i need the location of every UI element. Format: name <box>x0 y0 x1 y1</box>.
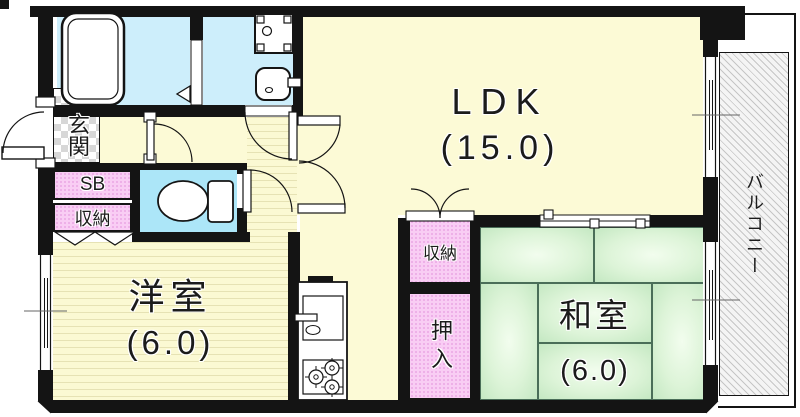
closet-label: 押入 <box>428 319 453 375</box>
wall <box>703 365 718 400</box>
wall <box>398 283 472 292</box>
japanese-room-area-label: (6.0) <box>560 354 630 387</box>
wall <box>30 6 745 17</box>
wall <box>38 400 718 413</box>
wall <box>472 215 480 400</box>
room-hall <box>100 117 247 163</box>
wall <box>700 17 745 40</box>
wall <box>703 40 718 57</box>
hall-storage-label: 収納 <box>74 208 111 229</box>
western-room-label: 洋室 <box>128 276 213 317</box>
entrance-door-icon <box>1 96 56 169</box>
tatami-mat <box>594 227 712 283</box>
western-room-area-label: (6.0) <box>126 324 215 361</box>
ldk-label: LDK <box>451 81 549 122</box>
wall <box>288 232 300 400</box>
ldk-area-label: (15.0) <box>440 128 560 167</box>
entrance-label: 玄関 <box>65 113 90 157</box>
wall <box>398 218 408 400</box>
ldk-storage <box>408 218 472 284</box>
wall <box>237 170 247 174</box>
room-japanese <box>480 227 712 400</box>
shoe-box-label: SB <box>79 174 106 195</box>
wall <box>0 0 9 9</box>
room-corridor <box>247 117 297 242</box>
tatami-mat <box>480 283 538 400</box>
wall <box>480 215 540 227</box>
wall <box>132 232 250 242</box>
japanese-room-label: 和室 <box>559 297 631 334</box>
wall <box>650 215 712 227</box>
tatami-mat <box>538 283 652 343</box>
wall <box>237 208 247 232</box>
tatami-mat <box>652 283 712 400</box>
tatami-mat <box>480 227 594 283</box>
wall <box>132 170 140 232</box>
closet-oshiire <box>408 292 472 400</box>
hall-storage <box>53 203 132 232</box>
room-kitchen-area <box>300 215 398 400</box>
shoe-box <box>53 170 132 200</box>
balcony-label: バルコニー <box>744 171 764 277</box>
wall <box>190 6 203 40</box>
wall <box>703 177 718 242</box>
tatami-mat <box>538 343 652 400</box>
ldk-storage-label: 収納 <box>423 243 457 263</box>
wall <box>38 166 53 255</box>
bath-door-track <box>190 39 203 106</box>
room-western <box>53 242 288 400</box>
wall <box>53 163 247 170</box>
room-washroom <box>203 17 293 105</box>
room-toilet <box>140 170 237 232</box>
room-ldk <box>297 17 703 215</box>
wall <box>38 6 53 105</box>
wall <box>308 276 333 283</box>
wall <box>293 6 303 117</box>
